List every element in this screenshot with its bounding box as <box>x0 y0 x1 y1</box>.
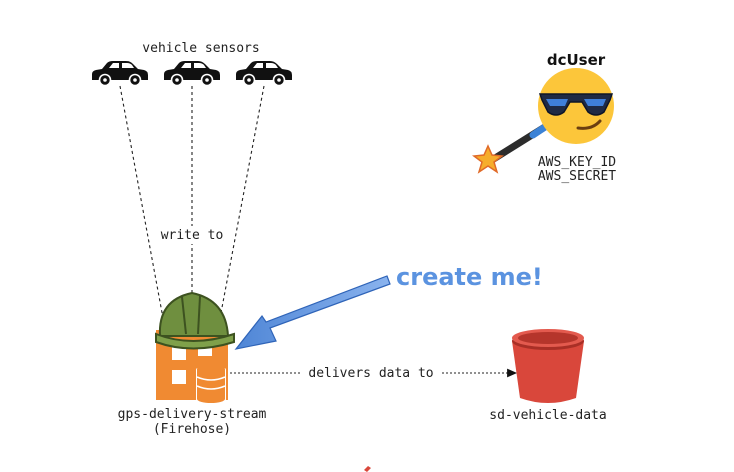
cool-face-emoji-icon <box>538 68 614 144</box>
firehose-icon <box>156 330 228 403</box>
delivers-label: delivers data to <box>308 366 433 381</box>
stream-name-label: gps-delivery-stream <box>118 407 267 422</box>
car-icon <box>163 60 221 87</box>
s3-bucket-icon <box>512 329 584 403</box>
write-to-label: write to <box>161 228 224 243</box>
sensors-label: vehicle sensors <box>142 41 259 56</box>
sensor-connectors <box>119 85 265 319</box>
car-icon <box>91 60 149 87</box>
callout-text: create me! <box>396 263 543 291</box>
aws-key-id-label: AWS_KEY_ID <box>538 155 616 170</box>
red-mark <box>364 466 371 472</box>
stream-type-label: (Firehose) <box>153 422 231 437</box>
hard-hat-icon <box>155 291 235 350</box>
callout-arrow <box>234 275 391 350</box>
bucket-name-label: sd-vehicle-data <box>489 408 606 423</box>
user-name-label: dcUser <box>547 51 606 69</box>
car-icon <box>235 60 293 87</box>
aws-secret-label: AWS_SECRET <box>538 169 616 184</box>
